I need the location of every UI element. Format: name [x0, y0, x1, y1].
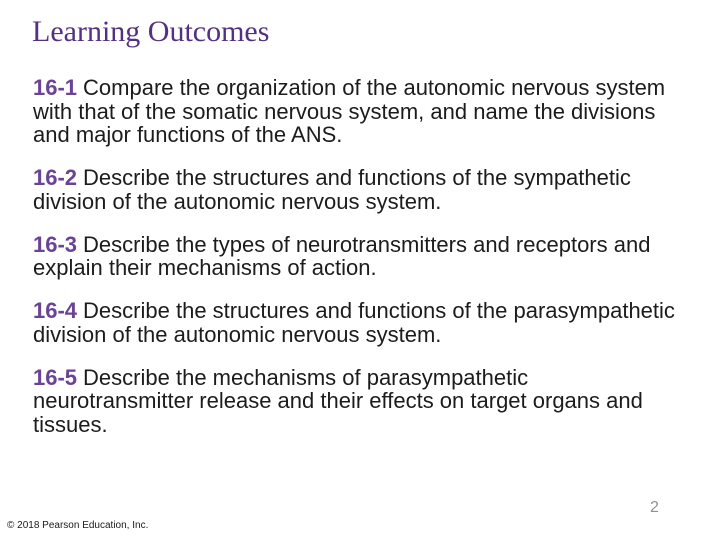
page-number: 2: [650, 499, 659, 516]
outcome-text: Describe the structures and functions of…: [33, 165, 631, 214]
outcome-number: 16-3: [33, 231, 78, 257]
slide-title: Learning Outcomes: [32, 15, 270, 48]
outcome-number: 16-4: [33, 298, 78, 323]
outcome-text: Describe the mechanisms of parasympathet…: [33, 364, 643, 437]
copyright-notice: © 2018 Pearson Education, Inc.: [7, 520, 149, 531]
outcome-number: 16-2: [33, 165, 78, 190]
outcome-number: 16-1: [33, 75, 78, 100]
outcome-number: 16-5: [33, 364, 78, 390]
outcome-text: Describe the types of neurotransmitters …: [33, 231, 651, 280]
outcome-text: Compare the organization of the autonomi…: [33, 75, 666, 147]
outcome-text: Describe the structures and functions of…: [33, 298, 675, 347]
